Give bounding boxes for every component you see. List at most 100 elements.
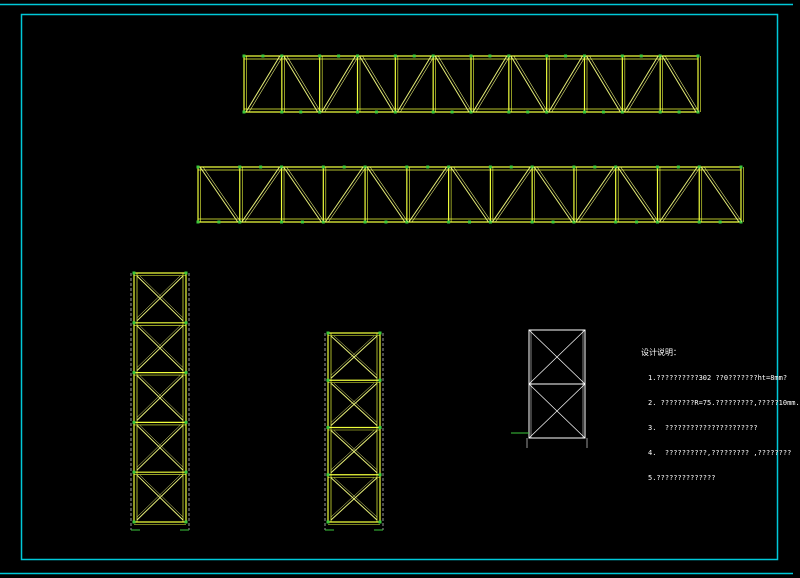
drawing-frame xyxy=(0,3,793,575)
tower-brace-inner xyxy=(333,383,378,423)
tower-brace-inner xyxy=(139,325,184,368)
apex-node xyxy=(384,220,388,224)
chord-node xyxy=(363,220,367,224)
chord-node xyxy=(697,220,701,224)
tower-brace-inner xyxy=(139,425,184,468)
chord-node xyxy=(280,220,284,224)
panel-brace xyxy=(528,329,586,385)
tower-brace xyxy=(136,375,184,421)
notes-line-2: 2. ????????R=75.?????????,?????10mm. xyxy=(648,399,800,408)
tower-node xyxy=(132,470,136,474)
chord-node xyxy=(739,165,743,169)
diagonal-member-inner xyxy=(362,55,397,113)
inner-frame xyxy=(20,13,779,561)
tower-brace-inner xyxy=(139,475,184,518)
chord-node xyxy=(447,220,451,224)
chord-node xyxy=(530,165,534,169)
apex-node xyxy=(468,220,471,224)
left-tower-elevation xyxy=(130,271,190,531)
diagonal-member-inner xyxy=(324,55,359,113)
diagonal-member-inner xyxy=(244,166,283,223)
tower-node xyxy=(132,321,136,325)
diagonal-member xyxy=(623,55,659,113)
diagonal-member xyxy=(450,166,489,223)
diagonal-member xyxy=(241,166,280,223)
tower-brace-inner xyxy=(136,375,181,418)
diagonal-member xyxy=(617,166,656,223)
diagonal-member xyxy=(283,166,322,223)
apex-node xyxy=(676,165,680,169)
chord-node xyxy=(431,110,435,114)
chord-node xyxy=(530,220,534,224)
diagonal-member xyxy=(586,55,621,113)
chord-node xyxy=(280,165,284,169)
apex-node xyxy=(426,165,430,169)
chord-node xyxy=(658,54,662,58)
tower-brace xyxy=(136,425,184,471)
small-panel-elevation xyxy=(511,329,588,448)
apex-node xyxy=(639,54,643,58)
tower-node xyxy=(326,331,330,335)
tower-brace-inner xyxy=(330,477,375,518)
chord-node xyxy=(238,220,242,224)
diagonal-member xyxy=(661,55,697,113)
tower-brace-inner xyxy=(333,430,378,470)
tower-node xyxy=(132,420,136,424)
chord-node xyxy=(356,54,359,58)
chord-node xyxy=(583,110,586,114)
tower-brace xyxy=(136,275,184,322)
diagonal-member-inner xyxy=(453,166,492,223)
chord-node xyxy=(572,165,576,169)
apex-node xyxy=(488,54,492,58)
chord-node xyxy=(447,165,451,169)
apex-node xyxy=(261,54,265,58)
diagonal-member-inner xyxy=(202,166,242,223)
chord-node xyxy=(545,54,549,58)
tower-brace-inner xyxy=(333,335,378,376)
tower-brace-inner xyxy=(139,375,184,418)
tower-brace-inner xyxy=(136,425,181,468)
diagonal-member-inner xyxy=(620,166,659,223)
tower-brace-inner xyxy=(139,275,184,318)
diagonal-member xyxy=(700,166,740,223)
top-truss-elevation xyxy=(242,54,701,114)
diagonal-member xyxy=(396,55,432,113)
tower-node xyxy=(184,420,188,424)
chord-node xyxy=(196,220,200,224)
diagonal-member xyxy=(533,166,573,223)
diagonal-member xyxy=(548,55,583,113)
chord-node xyxy=(696,110,700,114)
diagonal-member-inner xyxy=(411,166,450,223)
tower-node xyxy=(132,371,136,375)
chord-node xyxy=(405,165,409,169)
diagonal-member-inner xyxy=(400,55,435,113)
chord-node xyxy=(238,165,242,169)
tower-node xyxy=(184,371,188,375)
tower-node xyxy=(184,520,188,524)
middle-truss-elevation xyxy=(196,165,744,224)
chord-node xyxy=(655,165,659,169)
chord-node xyxy=(620,110,624,114)
chord-node xyxy=(488,165,492,169)
chord-node xyxy=(620,54,624,58)
apex-node xyxy=(450,110,454,114)
tower-brace-inner xyxy=(136,475,181,518)
apex-node xyxy=(412,54,416,58)
diagonal-member-inner xyxy=(664,55,700,113)
chord-node xyxy=(507,54,511,58)
chord-node xyxy=(507,110,511,114)
diagonal-member-inner xyxy=(495,166,534,223)
chord-node xyxy=(321,165,325,169)
tower-brace-inner xyxy=(136,275,181,318)
apex-node xyxy=(299,110,303,114)
diagonal-member-inner xyxy=(703,166,743,223)
chord-node xyxy=(655,220,659,224)
tower-brace-inner xyxy=(330,383,375,423)
tower-node xyxy=(378,331,382,335)
chord-node xyxy=(431,54,435,58)
diagonal-member-inner xyxy=(513,55,548,113)
diagonal-member xyxy=(408,166,448,223)
chord-node xyxy=(363,165,367,169)
diagonal-member-inner xyxy=(437,55,473,113)
tower-brace xyxy=(136,325,184,371)
